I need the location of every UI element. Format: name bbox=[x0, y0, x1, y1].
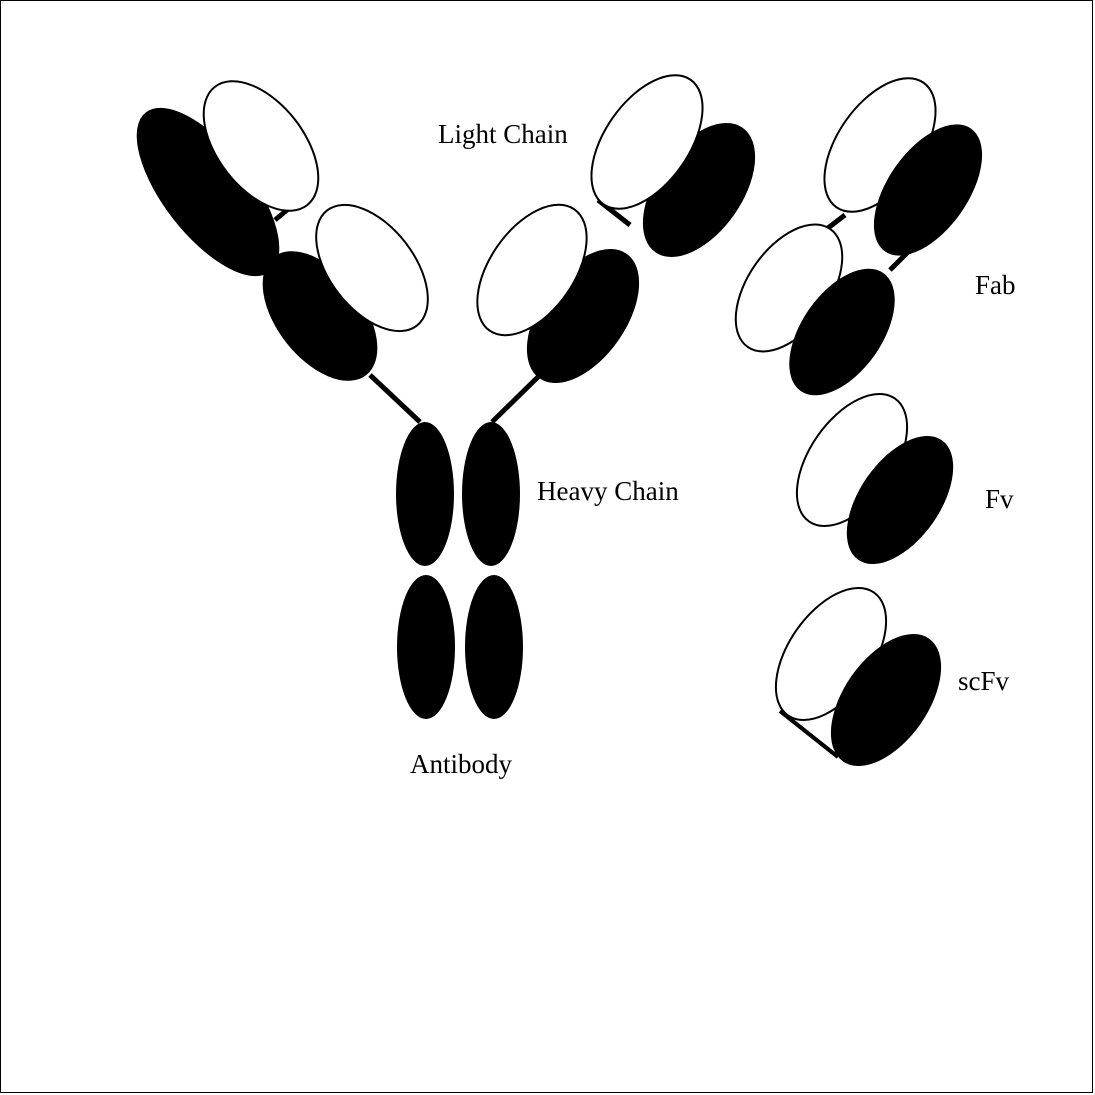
antibody-label: Antibody bbox=[410, 749, 513, 779]
fc-right-lower-domain bbox=[465, 575, 523, 719]
antibody bbox=[113, 56, 777, 719]
right-arm-hinge-line bbox=[492, 375, 540, 422]
light-chain-label: Light Chain bbox=[438, 119, 568, 149]
scfv-label: scFv bbox=[958, 666, 1010, 696]
fv-fragment bbox=[775, 374, 975, 582]
fab-label: Fab bbox=[975, 270, 1016, 300]
fab-interchain-line bbox=[828, 215, 845, 228]
heavy-chain-label: Heavy Chain bbox=[537, 476, 679, 506]
left-arm-hinge-line bbox=[370, 375, 420, 422]
scfv-fragment bbox=[754, 568, 964, 785]
fc-left-lower-domain bbox=[397, 575, 455, 719]
fc-right-upper-domain bbox=[462, 422, 520, 566]
fc-left-upper-domain bbox=[396, 422, 454, 566]
fab-fragment bbox=[714, 59, 1004, 414]
fv-label: Fv bbox=[985, 484, 1014, 514]
